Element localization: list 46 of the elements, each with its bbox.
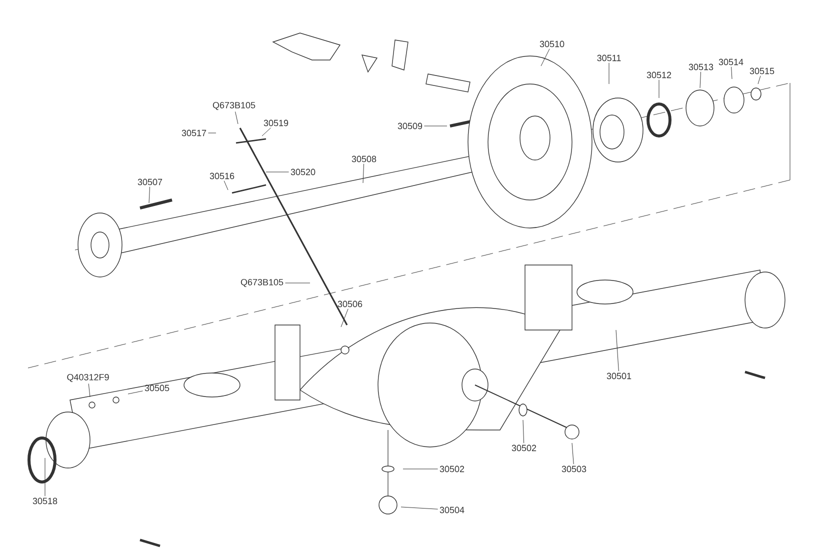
leader-line (572, 442, 574, 464)
leader-line (522, 420, 524, 444)
part-number: Q673B105 (240, 279, 284, 287)
part-number: 30502 (440, 466, 464, 472)
part-number: 30505 (144, 384, 170, 392)
part-number: 30503 (562, 466, 586, 472)
leader-line (540, 48, 550, 66)
part-number: 30506 (338, 300, 362, 308)
part-number: Q40312F9 (67, 374, 109, 382)
leader-line (608, 62, 610, 84)
leader-line (262, 128, 271, 136)
leader-line (402, 468, 438, 470)
leader-line (340, 308, 348, 328)
part-number: 30512 (646, 72, 672, 78)
part-number: 30517 (182, 130, 206, 136)
part-number: 30502 (512, 444, 536, 452)
leader-line (224, 180, 228, 190)
part-number: 30514 (718, 58, 744, 66)
leader-line (44, 458, 46, 496)
leader-line (400, 506, 438, 510)
part-number: 30510 (540, 40, 564, 48)
leader-line (616, 330, 619, 372)
part-number: 30513 (688, 64, 714, 70)
leader-line (148, 186, 150, 204)
part-number: 30511 (597, 54, 621, 62)
leader-line (700, 72, 702, 88)
part-number: 30508 (352, 156, 376, 162)
part-number: 30516 (210, 172, 234, 180)
leader-line (758, 76, 761, 84)
part-number: 30507 (138, 178, 162, 186)
leader-line (731, 66, 732, 80)
leader-line (235, 111, 238, 124)
leader-line (658, 80, 660, 98)
leader-line (362, 164, 364, 184)
part-number: Q673B105 (212, 102, 256, 110)
leader-line (88, 383, 90, 398)
part-number: 30520 (290, 168, 316, 176)
part-number: 30504 (440, 506, 464, 514)
leader-line (128, 390, 144, 394)
part-number: 30509 (398, 122, 422, 130)
leader-line (208, 132, 216, 134)
part-number: 30515 (750, 68, 774, 74)
part-number: 30501 (606, 372, 632, 380)
leader-line (284, 282, 310, 284)
part-number: 30519 (264, 120, 288, 126)
part-number: 30518 (32, 498, 58, 504)
